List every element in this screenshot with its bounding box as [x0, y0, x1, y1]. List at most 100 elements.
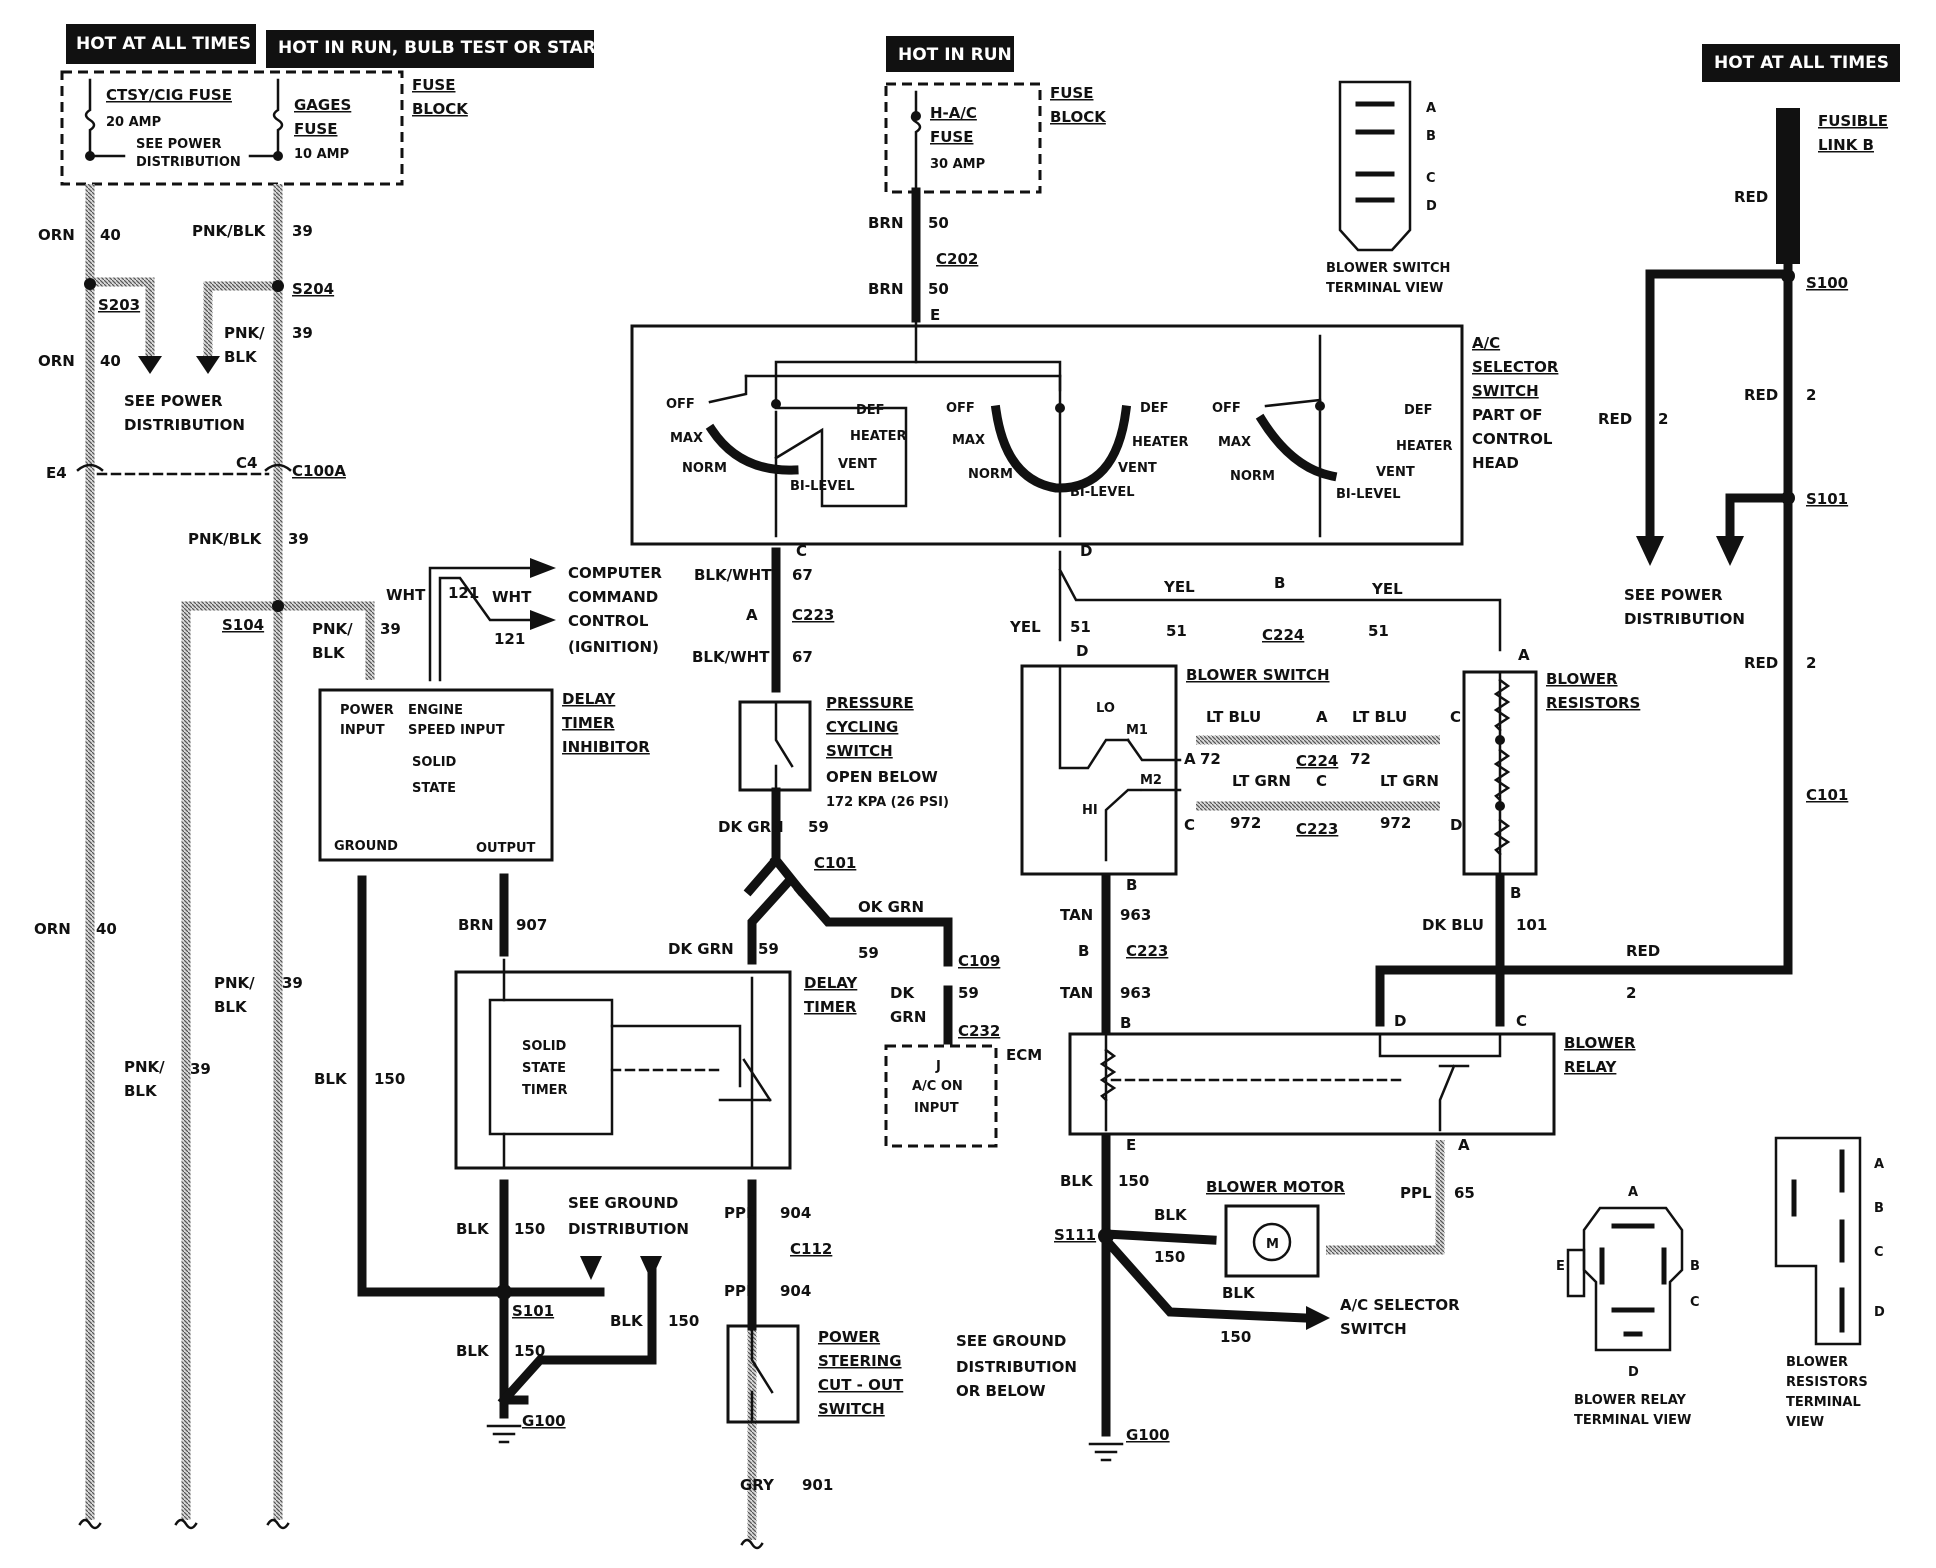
- diagram-label: C232: [958, 1022, 1000, 1040]
- diagram-label: M: [1266, 1237, 1279, 1252]
- diagram-label: 39: [282, 974, 303, 992]
- diagram-label: 2: [1806, 386, 1816, 404]
- diagram-label: 972: [1380, 814, 1411, 832]
- diagram-label: BLOWER SWITCH: [1326, 261, 1450, 276]
- diagram-label: CYCLING: [826, 718, 898, 736]
- diagram-label: A: [746, 606, 758, 624]
- diagram-label: OR BELOW: [956, 1382, 1046, 1400]
- diagram-label: FUSIBLE: [1818, 112, 1888, 130]
- ground-left: SEE GROUND DISTRIBUTION BLK 150 BLK 150 …: [456, 1194, 699, 1444]
- diagram-label: ORN: [38, 352, 75, 370]
- diagram-label: TAN: [1060, 906, 1093, 924]
- diagram-label: RED: [1734, 188, 1768, 206]
- diagram-label: FUSE: [412, 76, 455, 94]
- diagram-label: A/C ON: [912, 1079, 963, 1094]
- header-hot-right: HOT AT ALL TIMES: [1702, 44, 1900, 82]
- diagram-label: GRN: [890, 1008, 926, 1026]
- diagram-label: B: [1874, 1201, 1884, 1216]
- diagram-label: CUT - OUT: [818, 1376, 904, 1394]
- diagram-label: 172 KPA (26 PSI): [826, 795, 949, 810]
- diagram-label: 2: [1806, 654, 1816, 672]
- diagram-label: LO: [1096, 701, 1115, 716]
- diagram-label: BRN: [458, 916, 494, 934]
- diagram-label: TAN: [1060, 984, 1093, 1002]
- diagram-label: VIEW: [1786, 1415, 1824, 1430]
- diagram-label: SWITCH: [1472, 382, 1539, 400]
- diagram-label: BLK: [214, 998, 248, 1016]
- diagram-label: C: [1874, 1245, 1884, 1260]
- diagram-label: 67: [792, 648, 813, 666]
- delay-timer-inhibitor: DELAY TIMER INHIBITOR POWER INPUT ENGINE…: [312, 558, 662, 1297]
- diagram-label: ENGINE: [408, 703, 463, 718]
- diagram-label: RED: [1626, 942, 1660, 960]
- diagram-label: E: [930, 306, 940, 324]
- diagram-label: TERMINAL VIEW: [1574, 1413, 1691, 1428]
- diagram-label: 150: [1154, 1248, 1185, 1266]
- diagram-label: B: [1510, 884, 1521, 902]
- diagram-label: HEATER: [850, 429, 907, 444]
- diagram-label: A: [1628, 1185, 1638, 1200]
- diagram-label: D: [1076, 642, 1088, 660]
- diagram-label: TERMINAL: [1786, 1395, 1861, 1410]
- diagram-label: HOT AT ALL TIMES: [76, 34, 251, 54]
- diagram-label: C109: [958, 952, 1000, 970]
- diagram-label: S100: [1806, 274, 1848, 292]
- diagram-label: 901: [802, 1476, 833, 1494]
- diagram-label: LINK B: [1818, 136, 1874, 154]
- diagram-label: VENT: [838, 457, 877, 472]
- diagram-label: STATE: [412, 781, 456, 796]
- diagram-label: 150: [374, 1070, 405, 1088]
- diagram-label: BLOWER MOTOR: [1206, 1178, 1345, 1196]
- diagram-label: 963: [1120, 906, 1151, 924]
- diagram-label: 39: [292, 222, 313, 240]
- diagram-label: B: [1690, 1259, 1700, 1274]
- diagram-label: D: [1394, 1012, 1406, 1030]
- diagram-label: A/C: [1472, 334, 1500, 352]
- diagram-label: WHT: [386, 586, 426, 604]
- diagram-label: C: [1516, 1012, 1527, 1030]
- diagram-label: C101: [1806, 786, 1848, 804]
- diagram-label: PNK/BLK: [192, 222, 267, 240]
- diagram-label: SELECTOR: [1472, 358, 1559, 376]
- diagram-label: WHT: [492, 588, 532, 606]
- diagram-label: ORN: [34, 920, 71, 938]
- diagram-label: INHIBITOR: [562, 738, 650, 756]
- diagram-label: B: [1126, 876, 1137, 894]
- diagram-label: 72: [1350, 750, 1371, 768]
- diagram-label: 40: [100, 352, 121, 370]
- diagram-label: C: [796, 542, 807, 560]
- diagram-label: S104: [222, 616, 264, 634]
- diagram-label: C202: [936, 250, 978, 268]
- diagram-label: PNK/: [224, 324, 265, 342]
- diagram-label: 39: [288, 530, 309, 548]
- diagram-label: 51: [1070, 618, 1091, 636]
- ac-selector-switch: A/C SELECTOR SWITCH PART OF CONTROL HEAD…: [630, 318, 1559, 546]
- diagram-label: DISTRIBUTION: [956, 1358, 1077, 1376]
- diagram-label: S111: [1054, 1226, 1096, 1244]
- diagram-label: RESISTORS: [1786, 1375, 1868, 1390]
- diagram-label: 67: [792, 566, 813, 584]
- diagram-label: DEF: [1140, 401, 1169, 416]
- diagram-label: CONTROL: [568, 612, 649, 630]
- diagram-label: (IGNITION): [568, 638, 659, 656]
- diagram-label: YEL: [1163, 578, 1195, 596]
- diagram-label: S203: [98, 296, 140, 314]
- diagram-label: D: [1450, 816, 1462, 834]
- diagram-label: GAGES: [294, 96, 351, 114]
- diagram-label: H-A/C: [930, 104, 977, 122]
- diagram-label: PPL: [724, 1204, 756, 1222]
- diagram-label: LT GRN: [1380, 772, 1439, 790]
- diagram-label: 963: [1120, 984, 1151, 1002]
- diagram-label: OK GRN: [858, 898, 924, 916]
- diagram-label: BLOWER SWITCH: [1186, 666, 1330, 684]
- diagram-label: 59: [958, 984, 979, 1002]
- diagram-label: 150: [1118, 1172, 1149, 1190]
- diagram-label: PNK/BLK: [188, 530, 263, 548]
- diagram-label: C: [1426, 171, 1436, 186]
- diagram-label: POWER: [818, 1328, 881, 1346]
- diagram-label: STATE: [522, 1061, 566, 1076]
- diagram-label: C100A: [292, 462, 346, 480]
- diagram-label: SEE GROUND: [568, 1194, 678, 1212]
- diagram-label: BLK: [1060, 1172, 1094, 1190]
